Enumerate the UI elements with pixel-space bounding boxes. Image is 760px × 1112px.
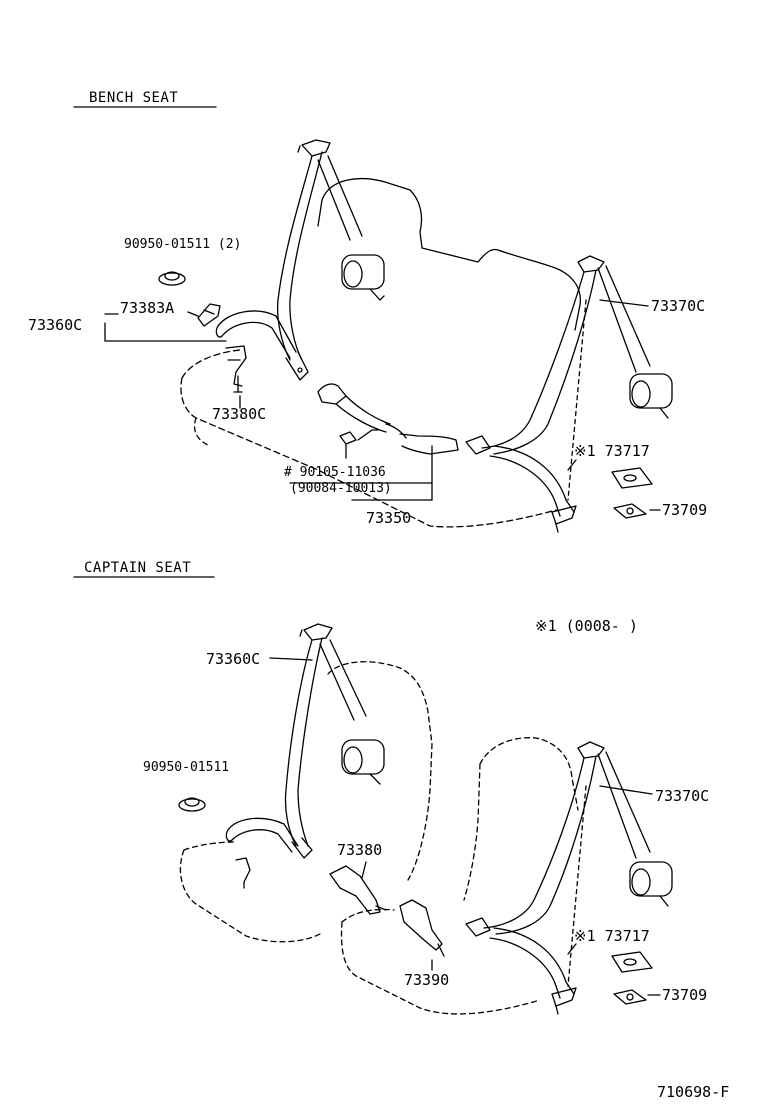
captain-right-belt-label: 73370C bbox=[655, 787, 710, 805]
bench-leaders bbox=[104, 299, 661, 511]
bench-clip-icon bbox=[158, 271, 186, 286]
bench-plate-label: 73709 bbox=[662, 501, 708, 519]
bench-right-belt-label: 73370C bbox=[651, 297, 706, 315]
captain-leaders bbox=[269, 657, 661, 996]
captain-left-belt-label: 73360C bbox=[206, 650, 261, 668]
bench-bracket-label: 73383A bbox=[120, 299, 175, 317]
bench-clip-label: 90950-01511 (2) bbox=[124, 237, 242, 252]
captain-buckle-b-label: 73390 bbox=[404, 971, 450, 989]
bench-bolt-label: # 90105-11036 bbox=[284, 465, 386, 480]
figure-id: 710698-F bbox=[657, 1083, 730, 1101]
bench-bolt-alt-label: (90084-10013) bbox=[290, 481, 392, 496]
bench-right-retractor-belt bbox=[465, 255, 673, 533]
captain-buckles bbox=[329, 865, 445, 957]
bench-belt-assy-label: 73360C bbox=[28, 316, 83, 334]
bench-center-buckle bbox=[317, 383, 459, 459]
bench-anchor-label: 73380C bbox=[212, 405, 267, 423]
captain-clip-icon bbox=[178, 797, 206, 812]
captain-right-seat-outline bbox=[340, 737, 579, 1015]
captain-left-seat-outline bbox=[179, 661, 433, 943]
captain-plate-label: 73709 bbox=[662, 986, 708, 1004]
bench-buckle-label: 73350 bbox=[366, 509, 412, 527]
bench-lap-belt-left bbox=[197, 303, 297, 393]
bench-cover-label: ※1 73717 bbox=[574, 442, 650, 460]
bench-seat-title: BENCH SEAT bbox=[89, 90, 179, 106]
captain-buckle-a-label: 73380 bbox=[337, 841, 383, 859]
captain-cover-label: ※1 73717 bbox=[574, 927, 650, 945]
captain-right-retractor-belt bbox=[465, 741, 673, 1015]
captain-seat-title: CAPTAIN SEAT bbox=[84, 560, 192, 576]
captain-note-label: ※1 (0008- ) bbox=[535, 617, 638, 635]
captain-left-retractor-belt bbox=[225, 623, 385, 889]
captain-clip-label: 90950-01511 bbox=[143, 760, 230, 775]
bench-left-retractor-belt bbox=[276, 139, 385, 381]
bench-seat-outline bbox=[180, 178, 581, 528]
